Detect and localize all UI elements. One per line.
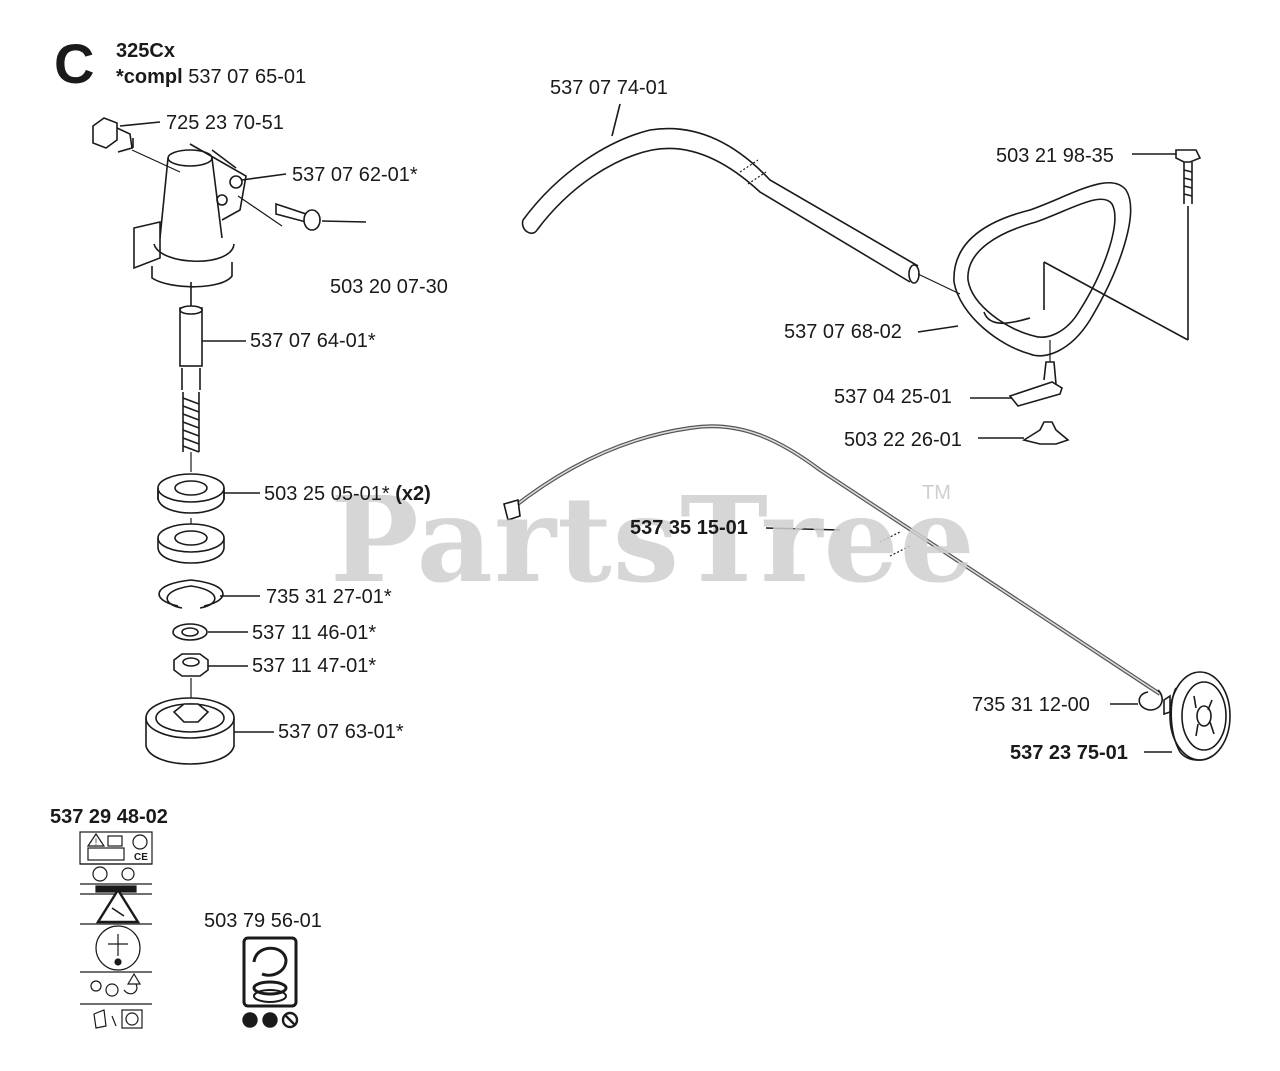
part-number-clutch-drum[interactable]: 537 23 75-01 — [1010, 742, 1128, 764]
circlip2-part — [1138, 689, 1163, 711]
part-number-handle-screw[interactable]: 503 21 98-35 — [996, 145, 1114, 167]
circlip-part — [158, 579, 224, 609]
handle-screw-part — [1175, 149, 1202, 204]
part-number-circlip2[interactable]: 735 31 12-00 — [972, 694, 1090, 716]
part-number-bolt[interactable]: 725 23 70-51 — [166, 112, 284, 134]
svg-text:!: ! — [95, 837, 98, 847]
bolt-part — [92, 117, 134, 153]
leader-bolt — [119, 121, 161, 127]
tube-part — [521, 127, 920, 284]
compl-number: 537 07 65-01 — [188, 66, 307, 88]
part-number-washer[interactable]: 537 11 46-01* — [252, 622, 377, 644]
drive-shaft-part — [503, 424, 1162, 696]
clutch-drum-part — [1163, 671, 1231, 761]
part-number-decal[interactable]: 503 79 56-01 — [204, 910, 322, 932]
part-number-tube[interactable]: 537 07 74-01 — [550, 77, 668, 99]
washer-part — [172, 623, 208, 641]
leader-clamp — [241, 173, 287, 181]
decal-set-part: ! CE — [79, 831, 153, 1029]
svg-text:CE: CE — [134, 852, 148, 863]
leader-tube — [611, 103, 621, 137]
part-number-nut[interactable]: 537 11 47-01* — [252, 655, 377, 677]
bearing-number: 503 25 05-01* — [264, 483, 390, 505]
decal-part — [242, 936, 299, 1029]
part-number-handle[interactable]: 537 07 68-02 — [784, 321, 902, 343]
drum-part — [145, 697, 235, 765]
leader-handle — [917, 325, 959, 333]
part-number-decal-set[interactable]: 537 29 48-02 — [50, 806, 168, 828]
bearing-qty: (x2) — [395, 483, 431, 505]
part-number-shaft[interactable]: 537 07 64-01* — [250, 330, 376, 352]
part-number-bearing[interactable]: 503 25 05-01* (x2) — [264, 483, 431, 505]
watermark-text: PartsTree — [330, 470, 976, 609]
handle-part — [953, 181, 1189, 357]
section-letter: C — [54, 32, 95, 95]
compl-line: *compl 537 07 65-01 — [116, 66, 306, 89]
part-number-drive-shaft[interactable]: 537 35 15-01 — [630, 517, 748, 539]
part-number-circlip[interactable]: 735 31 27-01* — [266, 586, 392, 608]
screw-part — [275, 202, 367, 231]
nut-part — [173, 653, 209, 677]
model-name: 325Cx — [116, 40, 175, 62]
bracket-part — [1008, 361, 1063, 407]
watermark-tm: TM — [922, 482, 951, 504]
part-number-wing-nut[interactable]: 503 22 26-01 — [844, 429, 962, 451]
compl-prefix: *compl — [116, 66, 183, 88]
clamp-part — [133, 143, 247, 288]
part-number-clamp[interactable]: 537 07 62-01* — [292, 164, 418, 186]
leader-drive-shaft — [765, 527, 841, 531]
wing-nut-part — [1021, 421, 1070, 445]
part-number-bracket[interactable]: 537 04 25-01 — [834, 386, 952, 408]
part-number-screw[interactable]: 503 20 07-30 — [330, 276, 448, 298]
part-number-drum[interactable]: 537 07 63-01* — [278, 721, 404, 743]
shaft-part — [179, 282, 203, 453]
bearing-part — [157, 473, 225, 564]
